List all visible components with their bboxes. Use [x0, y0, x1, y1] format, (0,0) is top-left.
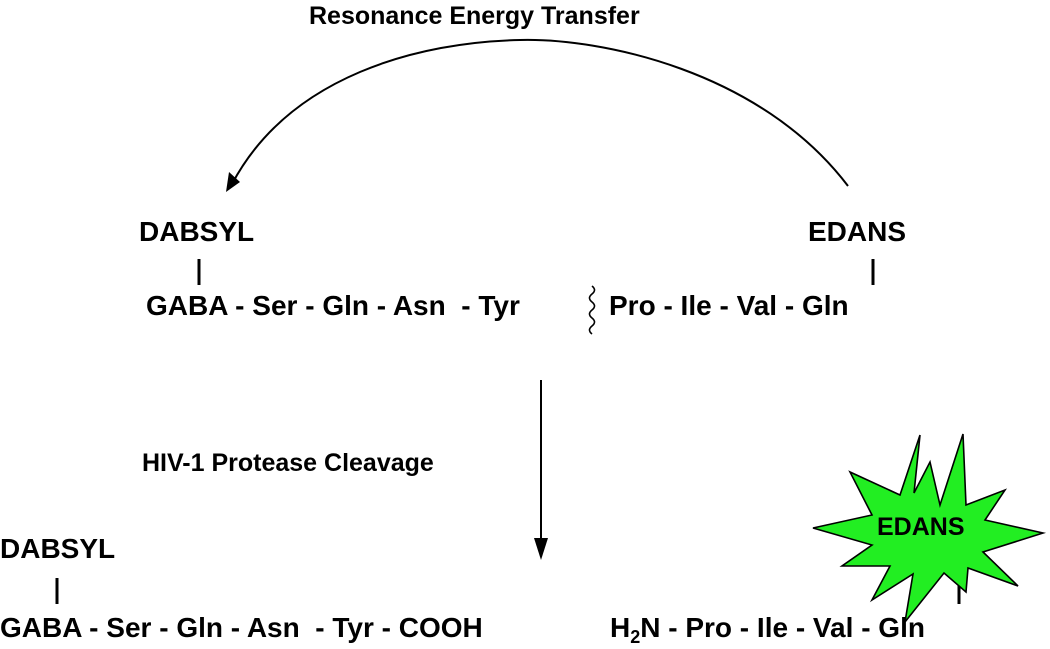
product-right-subscript: 2: [630, 627, 641, 647]
cleavage-arrowhead: [534, 538, 548, 560]
burst-label: EDANS: [877, 513, 965, 541]
diagram-title: Resonance Energy Transfer: [309, 2, 640, 30]
energy-transfer-arc: [231, 38, 849, 187]
cleavage-label: HIV-1 Protease Cleavage: [142, 449, 434, 477]
product-right-sequence: H2N - Pro - Ile - Val - Gln: [610, 612, 925, 647]
substrate-sequence-right: Pro - Ile - Val - Gln: [609, 290, 849, 321]
donor-label: DABSYL: [139, 216, 255, 247]
product-right-rest: N - Pro - Ile - Val - Gln: [640, 612, 925, 643]
product-left-sequence: GABA - Ser - Gln - Asn - Tyr - COOH: [0, 612, 483, 643]
product-right-h: H: [610, 612, 631, 643]
fluorescence-burst: [812, 433, 1047, 625]
product-donor-label: DABSYL: [0, 533, 116, 564]
cleavage-site-wavy: [588, 285, 596, 335]
energy-transfer-arrowhead: [226, 172, 240, 192]
substrate-sequence-left: GABA - Ser - Gln - Asn - Tyr: [146, 290, 520, 321]
acceptor-label: EDANS: [808, 216, 907, 247]
